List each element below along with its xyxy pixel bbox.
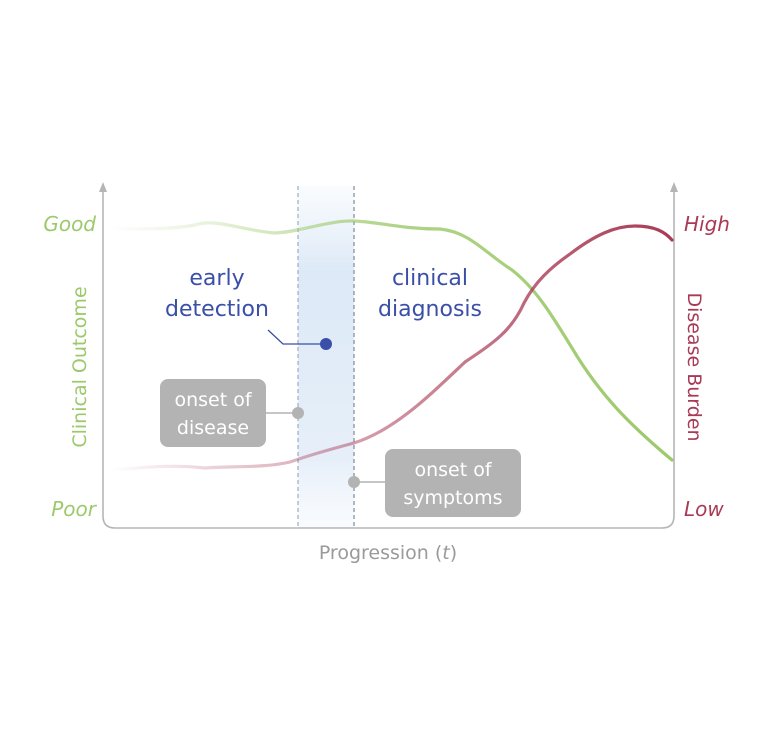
onset-of-symptoms-text-line2: symptoms xyxy=(403,487,502,509)
x-axis-title: Progression (t) xyxy=(319,542,457,564)
onset-of-symptoms-callout xyxy=(385,449,521,517)
onset-of-disease-callout xyxy=(160,379,266,447)
onset-of-symptoms-marker xyxy=(348,476,360,488)
left-axis-arrow-icon xyxy=(99,182,107,192)
left-axis-bottom-label: Poor xyxy=(51,497,98,521)
disease-burden-curve xyxy=(108,224,674,472)
clinical-diagnosis-label-line1: clinical xyxy=(392,266,468,291)
right-axis-top-label: High xyxy=(684,212,730,236)
left-axis-top-label: Good xyxy=(43,212,96,236)
clinical-outcome-curve xyxy=(108,219,674,462)
onset-of-disease-text-line2: disease xyxy=(177,417,249,439)
early-detection-label-line1: early xyxy=(189,266,244,291)
onset-of-disease-text-line1: onset of xyxy=(174,389,252,411)
clinical-diagnosis-label-line2: diagnosis xyxy=(378,297,482,322)
onset-of-symptoms-text-line1: onset of xyxy=(414,459,492,481)
axes-frame xyxy=(102,190,675,529)
left-axis-title: Clinical Outcome xyxy=(69,286,91,447)
early-detection-band xyxy=(298,186,354,528)
early-detection-label-line2: detection xyxy=(165,297,269,322)
right-axis-title: Disease Burden xyxy=(683,292,705,441)
onset-of-disease-marker xyxy=(292,407,304,419)
right-axis-bottom-label: Low xyxy=(684,497,724,521)
right-axis-arrow-icon xyxy=(670,182,678,192)
early-detection-marker xyxy=(320,338,332,350)
early-detection-leader xyxy=(267,329,325,345)
